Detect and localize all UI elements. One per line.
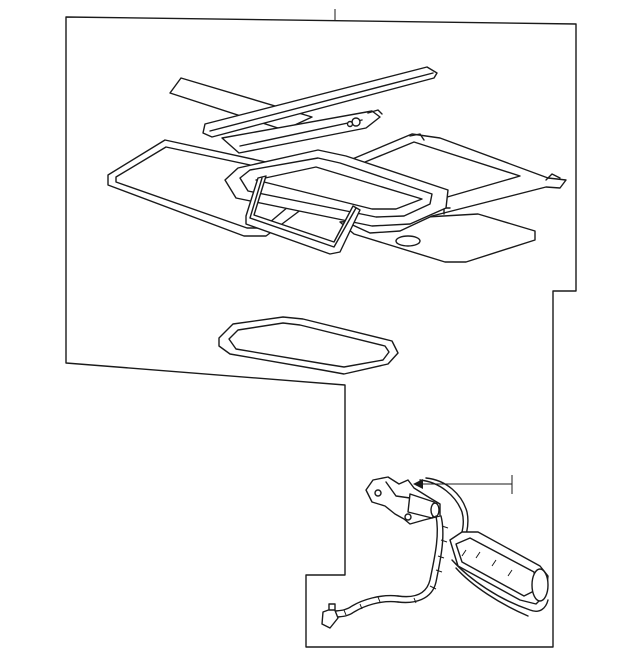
- arrow-head: [413, 479, 423, 489]
- deflector-bar: [169, 66, 438, 138]
- motor-assembly: [321, 475, 549, 629]
- guide-rail: [221, 109, 383, 154]
- frame-ring: [224, 149, 449, 227]
- seal-gasket: [218, 316, 399, 375]
- handle-bracket: [245, 175, 361, 255]
